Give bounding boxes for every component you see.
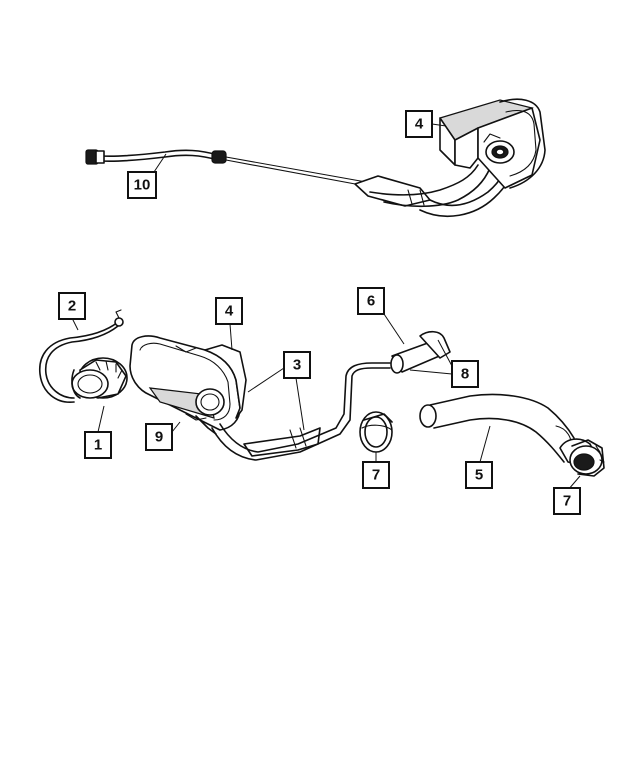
callout-3-label: 3	[293, 357, 301, 374]
top-filler-tube	[354, 159, 515, 217]
callout-7-right: 7	[553, 487, 581, 515]
callout-2-label: 2	[68, 298, 76, 315]
part-4-filler-housing-mid	[129, 335, 247, 435]
callout-7-left: 7	[362, 461, 390, 489]
part-3-vent-tube	[211, 362, 391, 461]
callout-10: 10	[127, 171, 157, 199]
callout-1-label: 1	[94, 437, 102, 454]
part-1-fuel-cap	[71, 357, 128, 399]
part-7-clamp-left	[359, 411, 393, 453]
callout-9: 9	[145, 423, 173, 451]
callout-4-top: 4	[405, 110, 433, 138]
callout-6-label: 6	[367, 293, 375, 310]
callout-1: 1	[84, 431, 112, 459]
part-2-tether	[39, 309, 124, 403]
callout-5: 5	[465, 461, 493, 489]
callout-7-left-label: 7	[372, 467, 380, 484]
callout-8-label: 8	[461, 366, 469, 383]
callout-2: 2	[58, 292, 86, 320]
callout-4-mid: 4	[215, 297, 243, 325]
top-assembly	[85, 98, 546, 217]
part-10-wire-harness	[85, 149, 367, 187]
callout-5-label: 5	[475, 467, 483, 484]
part-5-filler-tube	[419, 393, 597, 467]
part-6-hose	[390, 330, 451, 374]
callout-3: 3	[283, 351, 311, 379]
part-7-clamp-right	[569, 439, 605, 477]
part-4-filler-housing-top	[439, 98, 546, 189]
callout-8: 8	[451, 360, 479, 388]
part-9-seal	[185, 413, 207, 421]
callout-4-mid-label: 4	[225, 303, 234, 320]
bottom-assembly	[39, 309, 605, 477]
callout-10-label: 10	[134, 177, 151, 194]
callout-6: 6	[357, 287, 385, 315]
callout-4-top-label: 4	[415, 116, 424, 133]
callout-7-right-label: 7	[563, 493, 571, 510]
callout-9-label: 9	[155, 429, 163, 446]
